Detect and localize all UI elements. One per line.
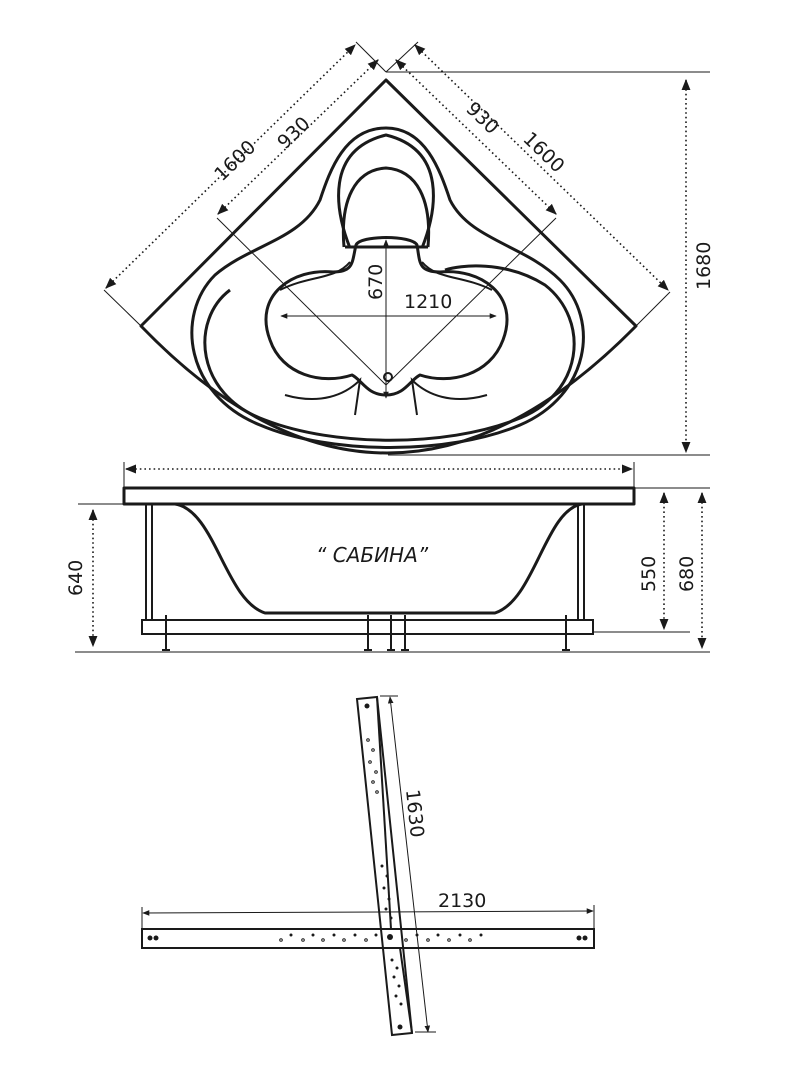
dim-550: 550 [638,556,660,592]
horizontal-bar [141,928,595,949]
feet [162,615,570,651]
dim-1600-right: 1600 [519,128,569,177]
dim-1680: 1680 [693,242,715,290]
dim-640: 640 [65,560,87,596]
tub-rim [122,486,636,506]
diagonal-bar [355,695,414,1037]
headrest [341,166,431,249]
dim-1600-left: 1600 [210,136,260,185]
side-view: 640 550 680 “ САБИНА” [65,462,710,653]
model-name: “ САБИНА” [316,543,429,567]
top-view: 670 1210 1600 930 930 1600 1680 [103,41,715,456]
small-holes [279,738,472,942]
dim-670: 670 [365,264,387,300]
dim-2130: 2130 [438,890,486,912]
dim-line-930-left [217,59,379,215]
dim-930-left: 930 [273,113,314,154]
tub-rim-inner [203,264,576,442]
tub-rim-outer [190,126,585,449]
dim-1630: 1630 [401,788,428,838]
dim-930-right: 930 [462,98,503,139]
armrest-right [410,261,493,416]
dim-680: 680 [676,556,698,592]
frame-view: 1630 2130 [141,695,595,1037]
dim-line-1630 [387,696,431,1033]
tub-body [174,502,583,615]
diagonal-left [216,217,387,386]
armrest-left [279,261,362,416]
tub-outline [139,78,638,455]
dim-line-1600-right [414,44,669,291]
dim-line-2130 [142,908,594,916]
dim-1210: 1210 [404,291,452,313]
mounting-holes [147,703,588,1030]
